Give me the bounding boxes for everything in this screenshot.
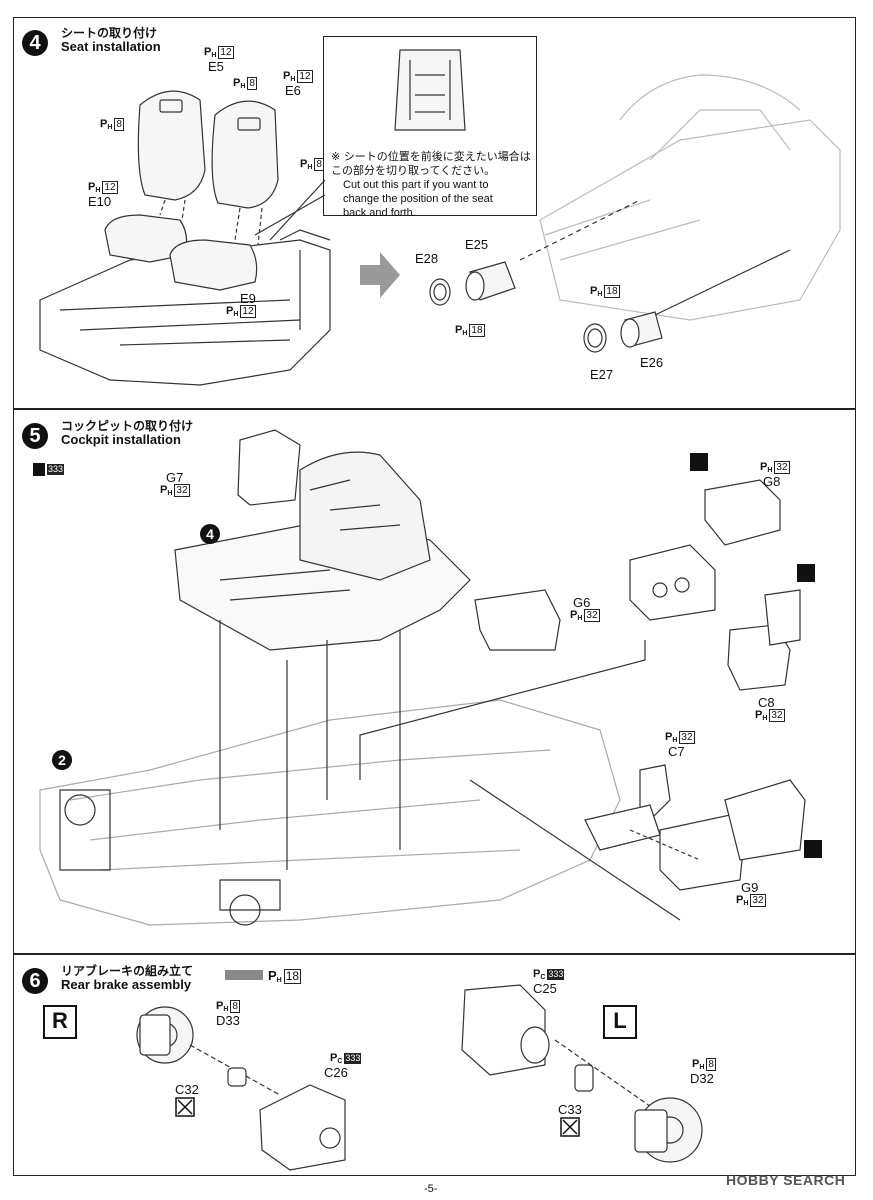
part-g7: G7 bbox=[166, 470, 184, 485]
part-e5: E5 bbox=[208, 59, 224, 74]
part-e26: E26 bbox=[640, 355, 664, 370]
part-e25: E25 bbox=[465, 237, 489, 252]
part-c26: C26 bbox=[324, 1065, 348, 1080]
step-5-panel bbox=[13, 409, 856, 954]
step-5-title-en: Cockpit installation bbox=[61, 432, 181, 447]
part-e27: E27 bbox=[590, 367, 614, 382]
part-c8: C8 bbox=[758, 695, 775, 710]
part-e28: E28 bbox=[415, 251, 439, 266]
part-c7: C7 bbox=[668, 744, 685, 759]
chassis-drawing bbox=[39, 699, 621, 926]
seat-cut-note-en: Cut out this part if you want to change … bbox=[343, 179, 493, 219]
panel-g6-drawing bbox=[474, 589, 561, 651]
step-4-panel bbox=[13, 17, 856, 409]
seat-back-e6-drawing bbox=[211, 100, 279, 209]
cement-icon-1 bbox=[690, 453, 708, 471]
step-4-number: 4 bbox=[22, 30, 48, 56]
seat-cut-note-jp: ※ シートの位置を前後に変えたい場合は この部分を切り取ってください。 bbox=[331, 150, 531, 177]
panel-c8-drawing bbox=[629, 544, 716, 621]
part-g6: G6 bbox=[573, 595, 591, 610]
panel-g7-drawing bbox=[237, 429, 301, 506]
page-number: -5- bbox=[424, 1183, 438, 1195]
part-e6: E6 bbox=[285, 83, 301, 98]
upright-c26-drawing bbox=[259, 1084, 346, 1171]
part-c33: C33 bbox=[558, 1102, 582, 1117]
step-5-title-jp: コックピットの取り付け bbox=[61, 419, 194, 433]
part-g9: G9 bbox=[741, 880, 759, 895]
part-d33: D33 bbox=[216, 1013, 240, 1028]
step-4-title-en: Seat installation bbox=[61, 39, 161, 54]
part-e9: E9 bbox=[240, 291, 256, 306]
ref-step-2: 2 bbox=[52, 750, 72, 770]
paint-code-icon bbox=[33, 463, 45, 476]
panel-g8-drawing bbox=[704, 479, 781, 546]
part-c25: C25 bbox=[533, 981, 557, 996]
ref-step-4: 4 bbox=[200, 524, 220, 544]
seat-cut-callout bbox=[323, 36, 537, 216]
part-e10: E10 bbox=[88, 194, 112, 209]
part-d32: D32 bbox=[690, 1071, 714, 1086]
step-4-title-jp: シートの取り付け bbox=[61, 26, 158, 40]
side-marker-right: R bbox=[43, 1005, 77, 1039]
paint-step5-global: 333 bbox=[47, 464, 65, 475]
side-marker-left: L bbox=[603, 1005, 637, 1039]
seat-cushion-e9-drawing bbox=[169, 239, 258, 291]
step-6-number: 6 bbox=[22, 968, 48, 994]
part-c32: C32 bbox=[175, 1082, 199, 1097]
cement-icon-2 bbox=[797, 564, 815, 582]
arrow-right-icon bbox=[360, 252, 400, 298]
watermark: HOBBY SEARCH bbox=[726, 1172, 846, 1188]
step-5-number: 5 bbox=[22, 423, 48, 449]
step-6-title-en: Rear brake assembly bbox=[61, 977, 192, 992]
step-6-title-jp: リアブレーキの組み立て bbox=[61, 964, 194, 978]
cement-icon-3 bbox=[804, 840, 822, 858]
seat-back-e5-drawing bbox=[137, 90, 206, 201]
step-6-panel bbox=[13, 954, 856, 1176]
part-g8: G8 bbox=[763, 474, 781, 489]
